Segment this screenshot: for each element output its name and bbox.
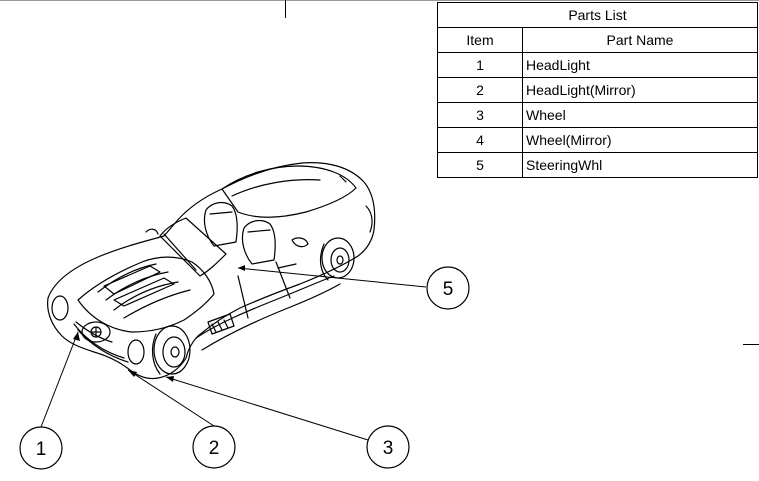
- part-name: HeadLight(Mirror): [522, 77, 758, 103]
- balloon-label: 5: [443, 279, 454, 300]
- arrowhead-5: [238, 265, 245, 271]
- drawing-border-top: [0, 0, 759, 1]
- parts-list-title-row: Parts List: [437, 2, 758, 28]
- balloon-label: 2: [209, 438, 220, 459]
- part-name: SteeringWhl: [522, 152, 758, 178]
- balloon-label: 1: [36, 439, 47, 460]
- table-row: 4 Wheel(Mirror): [437, 127, 758, 153]
- part-name: Wheel(Mirror): [522, 127, 758, 153]
- item-number: 5: [437, 152, 523, 178]
- table-row: 5 SteeringWhl: [437, 152, 758, 178]
- balloon-5: 5: [426, 266, 470, 310]
- leader-line-1: [40, 331, 79, 428]
- leader-line-3: [165, 376, 369, 441]
- balloon-2: 2: [192, 425, 236, 469]
- arrowhead-2: [128, 370, 137, 377]
- balloon-1: 1: [19, 426, 63, 470]
- item-number: 4: [437, 127, 523, 153]
- item-number: 1: [437, 52, 523, 78]
- leader-arrowheads: [73, 265, 245, 382]
- balloon-label: 3: [383, 438, 394, 459]
- arrowhead-3: [166, 376, 174, 382]
- leader-line-2: [127, 369, 215, 427]
- balloon-3: 3: [366, 425, 410, 469]
- parts-list-title: Parts List: [437, 2, 758, 28]
- leader-line-5: [237, 267, 427, 288]
- leader-lines: [40, 267, 427, 441]
- parts-list-table: Parts List Item Part Name 1 HeadLight 2 …: [437, 2, 758, 178]
- border-tick-top: [285, 0, 286, 18]
- arrowhead-1: [73, 332, 80, 341]
- car-line-drawing: [47, 162, 376, 380]
- border-tick-right: [743, 344, 759, 345]
- header-item: Item: [437, 27, 523, 53]
